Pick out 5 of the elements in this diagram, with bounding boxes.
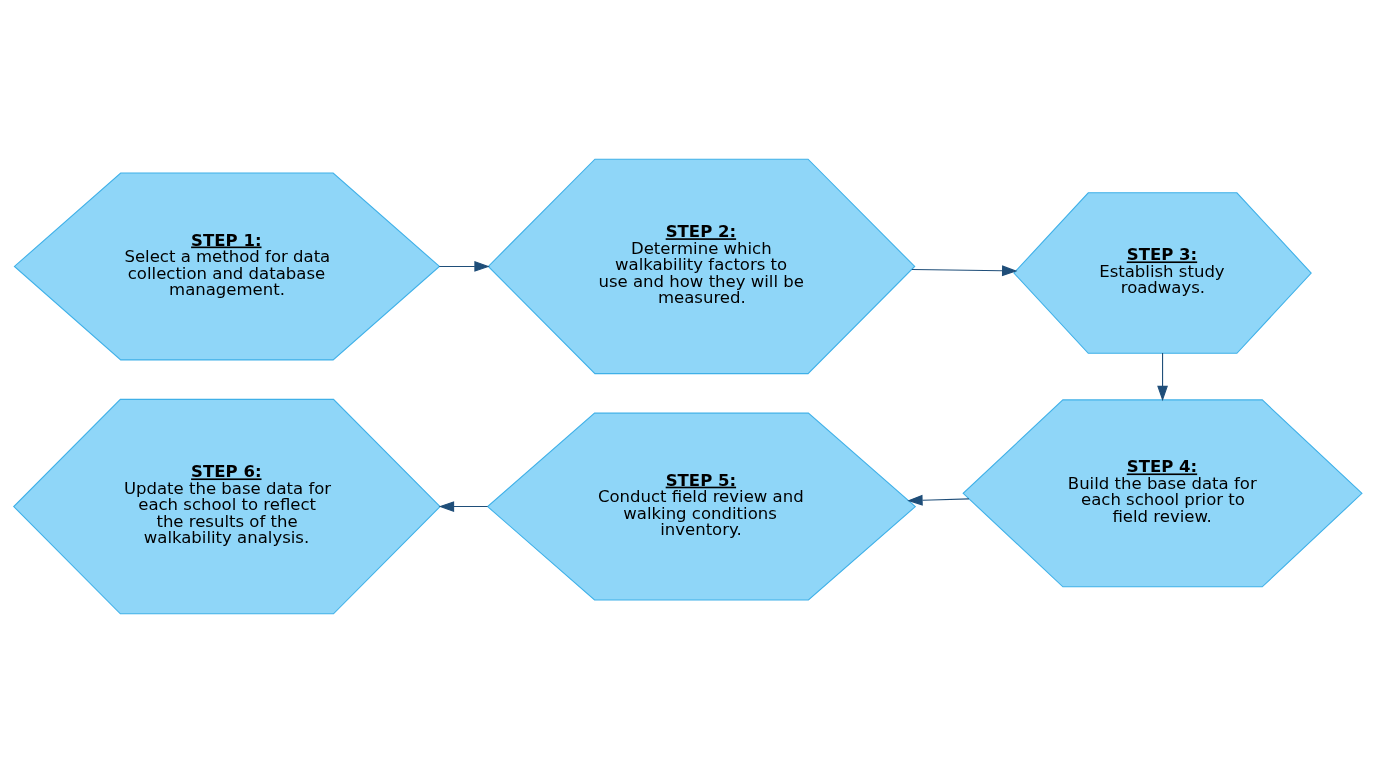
arrow	[438, 501, 489, 512]
arrow	[438, 261, 490, 272]
arrow	[911, 265, 1018, 277]
arrow	[907, 494, 970, 506]
arrow	[1157, 352, 1168, 402]
